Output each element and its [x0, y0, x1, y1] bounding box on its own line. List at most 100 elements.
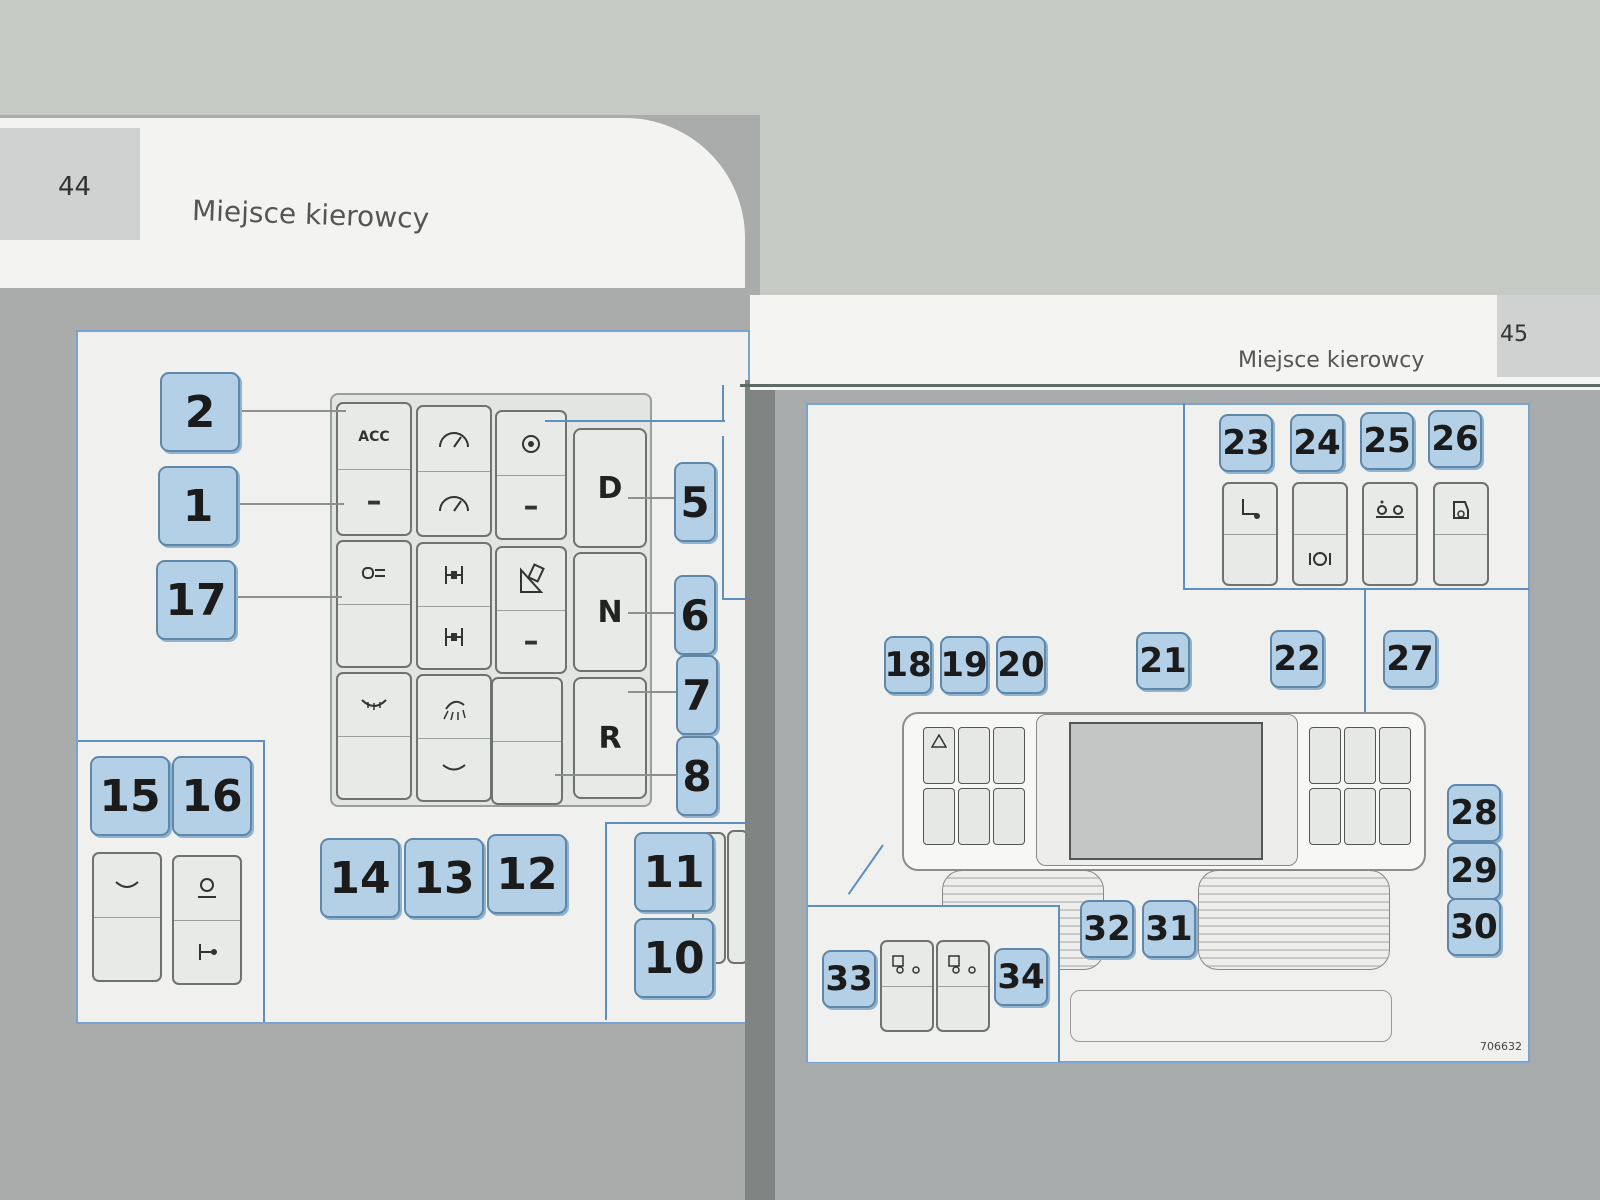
lower-console — [1070, 990, 1392, 1042]
switch-28 — [1379, 788, 1411, 845]
leader-line — [628, 691, 678, 693]
work-lamp-icon — [418, 676, 490, 739]
switch-29 — [1344, 788, 1376, 845]
retarder-switch: – — [495, 410, 567, 540]
axle-lock-icon — [418, 606, 490, 668]
callout-20: 20 — [996, 636, 1046, 694]
callout-32: 32 — [1080, 900, 1134, 958]
callout-14: 14 — [320, 838, 400, 918]
cab-tilt-icon — [497, 548, 565, 611]
fog-switch — [336, 540, 412, 668]
callout-26: 26 — [1428, 410, 1482, 468]
leader-line — [555, 774, 677, 776]
callout-27: 27 — [1383, 630, 1437, 688]
inset-switch-blank — [1364, 534, 1416, 584]
inset-switch-blank — [1435, 534, 1487, 584]
callout-31: 31 — [1142, 900, 1196, 958]
switch-27 — [1379, 727, 1411, 784]
display-screen — [1069, 722, 1263, 860]
retarder-icon — [174, 857, 240, 921]
page-number-left: 44 — [58, 172, 91, 202]
blank-switch-top — [493, 679, 561, 742]
callout-29: 29 — [1447, 842, 1501, 900]
callout-22: 22 — [1270, 630, 1324, 688]
inset-switch-33 — [880, 940, 934, 1032]
demister-blank — [94, 917, 160, 980]
callout-17: 17 — [156, 560, 236, 640]
frame-line — [1364, 590, 1366, 730]
callout-18: 18 — [884, 636, 932, 694]
switch-33-34 — [923, 788, 955, 845]
acc-minus: – — [338, 469, 410, 534]
blank-switch-bottom — [493, 741, 561, 803]
frame-line — [1183, 588, 1529, 590]
speedometer-icon — [418, 407, 490, 472]
frame-line — [1183, 403, 1185, 589]
cab-tilt-icon — [1435, 484, 1487, 535]
page-number-right: 45 — [1500, 322, 1528, 347]
leader-line — [234, 503, 344, 505]
inset-switch-24 — [1292, 482, 1348, 586]
callout-25: 25 — [1360, 412, 1414, 470]
inset-switch-blank — [1224, 534, 1276, 584]
axle-lock-switch — [416, 542, 492, 670]
callout-21: 21 — [1136, 632, 1190, 690]
speed-limiter-switch — [416, 405, 492, 537]
retarder-icon — [1294, 534, 1346, 584]
inset-switch-blank — [1294, 484, 1346, 535]
callout-13: 13 — [404, 838, 484, 918]
fog-switch-blank — [338, 604, 410, 666]
right-page-header — [750, 295, 1600, 390]
switch-30 — [1309, 788, 1341, 845]
axle-lock-icon — [882, 942, 932, 987]
acc-cruise-icon: ACC — [338, 404, 410, 470]
callout-30: 30 — [1447, 898, 1501, 956]
page-title-right: Miejsce kierowcy — [1238, 348, 1424, 373]
header-rule — [740, 384, 1600, 387]
book-gutter — [745, 380, 775, 1200]
callout-12: 12 — [487, 834, 567, 914]
acc-switch: ACC – — [336, 402, 412, 536]
demister-icon — [338, 674, 410, 737]
frame-line — [545, 420, 725, 422]
inset-switch-blank — [882, 986, 932, 1030]
callout-23: 23 — [1219, 414, 1273, 472]
axle-lock-icon — [1364, 484, 1416, 535]
gear-d-button: D — [573, 428, 647, 548]
cab-tilt-minus: – — [497, 610, 565, 672]
callout-5: 5 — [674, 462, 716, 542]
inset-switch-23 — [1222, 482, 1278, 586]
callout-19: 19 — [940, 636, 988, 694]
callout-8: 8 — [676, 736, 718, 816]
retarder-minus: – — [497, 475, 565, 538]
inset-switch-blank — [938, 986, 988, 1030]
fog-lamp-icon — [338, 542, 410, 605]
callout-33: 33 — [822, 950, 876, 1008]
switch-inset-top — [1344, 727, 1376, 784]
switch-22 — [1309, 727, 1341, 784]
cab-tilt-icon — [1224, 484, 1276, 535]
callout-10: 10 — [634, 918, 714, 998]
inset-switch-25 — [1362, 482, 1418, 586]
callout-28: 28 — [1447, 784, 1501, 842]
axle-switch-inset — [172, 855, 242, 985]
frame-line — [722, 385, 724, 422]
hazard-switch — [923, 727, 955, 784]
inset-switch-26 — [1433, 482, 1489, 586]
callout-7: 7 — [676, 655, 718, 735]
callout-15: 15 — [90, 756, 170, 836]
hazard-warning-icon — [931, 734, 947, 748]
leader-line — [628, 612, 674, 614]
cab-tilt-switch: – — [495, 546, 567, 674]
callout-24: 24 — [1290, 414, 1344, 472]
callout-2: 2 — [160, 372, 240, 452]
demister-icon — [94, 854, 160, 918]
leader-line — [236, 410, 346, 412]
leader-line — [628, 497, 674, 499]
figure-reference: 706632 — [1480, 1040, 1522, 1053]
callout-1: 1 — [158, 466, 238, 546]
air-vent-right — [1198, 870, 1390, 970]
switch-32 — [958, 788, 990, 845]
axle-lock-icon — [174, 920, 240, 983]
frame-line — [722, 598, 746, 600]
